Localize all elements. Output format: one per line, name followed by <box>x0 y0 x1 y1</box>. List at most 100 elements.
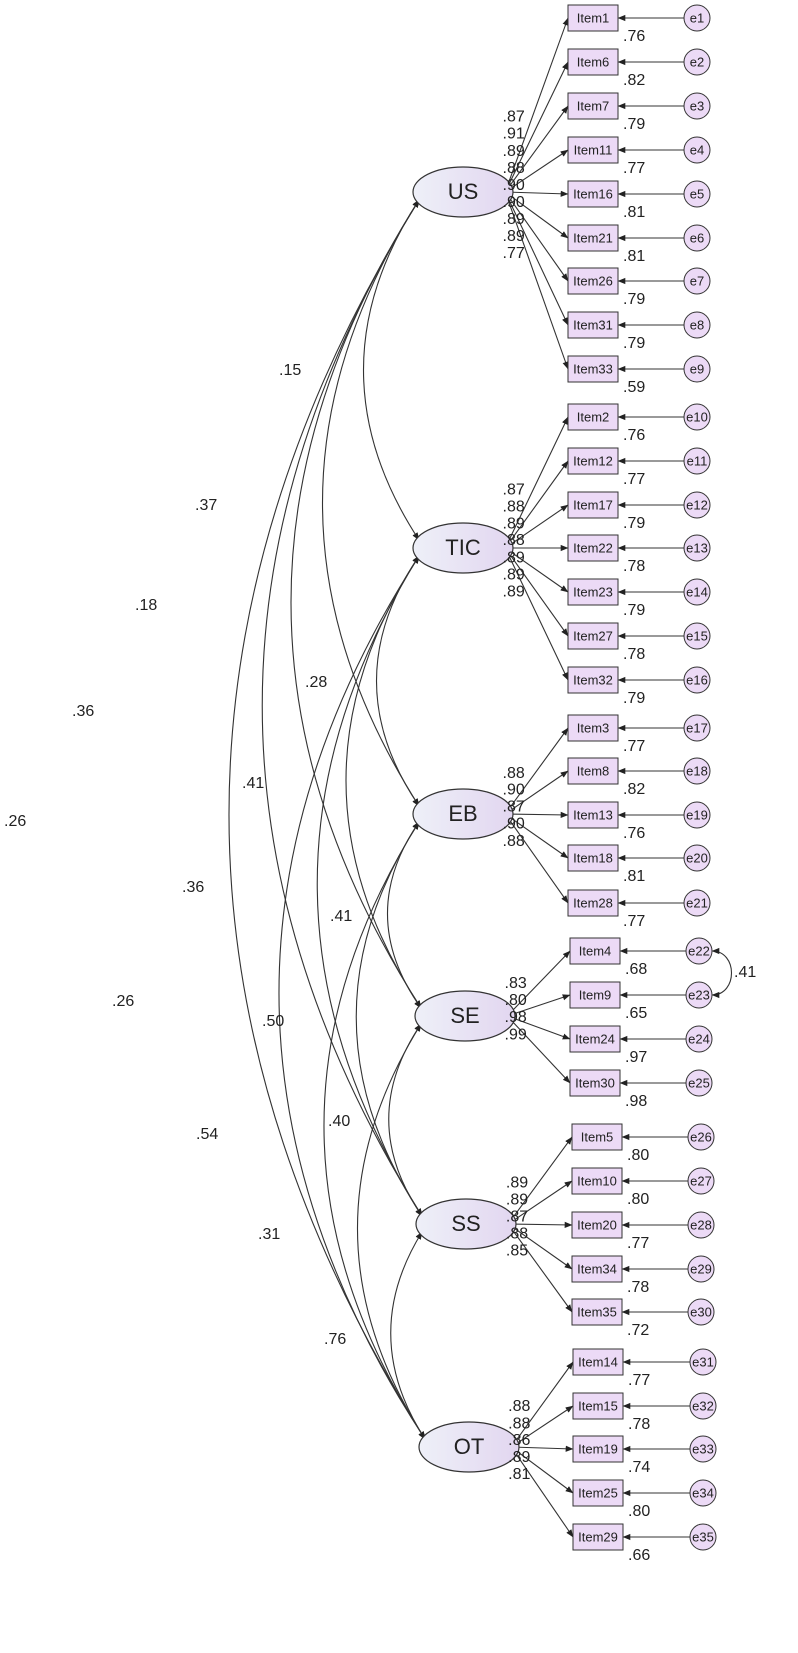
latent-tic: TIC <box>412 522 514 574</box>
r-squared-value: .78 <box>628 1416 650 1433</box>
error-circle <box>683 311 711 339</box>
loading-path <box>508 819 569 904</box>
latent-label: TIC <box>445 535 481 560</box>
error-label: e13 <box>686 540 708 555</box>
error-e25: e25 <box>685 1069 713 1097</box>
item-label: Item18 <box>573 850 613 865</box>
latent-label: SE <box>450 1003 479 1028</box>
error-circle <box>683 801 711 829</box>
item-item16: Item16 <box>567 180 619 208</box>
correlation-arc-eb-se <box>387 821 422 1009</box>
loading-path <box>508 17 569 182</box>
r-squared-value: .81 <box>623 868 645 885</box>
item-box <box>567 491 619 519</box>
r-squared-value: .79 <box>623 291 645 308</box>
item-item2: Item2 <box>567 403 619 431</box>
r-squared-value: .79 <box>623 335 645 352</box>
measurement-paths <box>508 14 733 1541</box>
loading-path <box>508 202 569 370</box>
item-label: Item35 <box>577 1304 617 1319</box>
loading-value: .87 <box>503 481 525 498</box>
loading-path <box>508 460 569 544</box>
loading-value: .89 <box>503 143 525 160</box>
error-label: e26 <box>690 1129 712 1144</box>
error-e4: e4 <box>683 136 711 164</box>
r-squared-value: .82 <box>623 72 645 89</box>
error-circle <box>687 1298 715 1326</box>
correlation-arc-se-ss <box>388 1023 423 1217</box>
error-e30: e30 <box>687 1298 715 1326</box>
error-e24: e24 <box>685 1025 713 1053</box>
item-label: Item31 <box>573 317 613 332</box>
correlation-value-tic-ss: .36 <box>182 879 204 896</box>
error-e23: e23 <box>685 981 713 1009</box>
loading-path <box>510 950 571 1013</box>
item-label: Item14 <box>578 1354 618 1369</box>
loading-value: .88 <box>508 1398 530 1415</box>
item-box <box>567 447 619 475</box>
item-label: Item30 <box>575 1075 615 1090</box>
error-label: e31 <box>692 1354 714 1369</box>
item-box <box>567 92 619 120</box>
item-label: Item16 <box>573 186 613 201</box>
correlation-arc-eb-ss <box>355 821 423 1217</box>
error-label: e8 <box>690 317 704 332</box>
item-item18: Item18 <box>567 844 619 872</box>
correlation-arc-us-se <box>290 199 422 1009</box>
item-label: Item23 <box>573 584 613 599</box>
loading-value: .87 <box>503 799 525 816</box>
item-label: Item10 <box>577 1173 617 1188</box>
r-squared-value: .77 <box>628 1372 650 1389</box>
loading-path <box>508 504 569 546</box>
loading-value: .87 <box>503 109 525 126</box>
r-squared-value: .59 <box>623 379 645 396</box>
r-squared-value: .79 <box>623 515 645 532</box>
item-item21: Item21 <box>567 224 619 252</box>
r-squared-value: .76 <box>623 825 645 842</box>
r-squared-value: .77 <box>623 160 645 177</box>
correlation-value-us-tic: .15 <box>279 362 301 379</box>
item-box <box>571 1167 623 1195</box>
item-label: Item29 <box>578 1529 618 1544</box>
item-box <box>572 1348 624 1376</box>
item-box <box>571 1298 623 1326</box>
item-label: Item7 <box>577 98 610 113</box>
error-circle <box>683 180 711 208</box>
item-item27: Item27 <box>567 622 619 650</box>
item-label: Item4 <box>579 943 612 958</box>
loading-path <box>508 727 569 810</box>
loading-path <box>508 197 569 282</box>
item-label: Item24 <box>575 1031 615 1046</box>
correlation-arc-us-tic <box>362 199 420 541</box>
loading-value: .98 <box>505 1009 527 1026</box>
r-squared-value: .98 <box>625 1093 647 1110</box>
error-label: e35 <box>692 1529 714 1544</box>
error-label: e29 <box>690 1261 712 1276</box>
r-squared-value: .66 <box>628 1547 650 1564</box>
item-item22: Item22 <box>567 534 619 562</box>
loading-path <box>508 416 569 541</box>
loading-value: .89 <box>503 566 525 583</box>
loading-path <box>511 1228 573 1313</box>
error-circle <box>683 491 711 519</box>
r-squared-value: .79 <box>623 116 645 133</box>
correlation-value-se-ss: .40 <box>328 1113 350 1130</box>
latent-ellipse <box>412 166 514 218</box>
loading-path <box>508 105 569 188</box>
error-e7: e7 <box>683 267 711 295</box>
item-item19: Item19 <box>572 1435 624 1463</box>
loading-path <box>508 550 569 593</box>
loading-value: .89 <box>503 549 525 566</box>
correlation-value-tic-se: .41 <box>242 775 264 792</box>
item-box <box>572 1435 624 1463</box>
loading-path <box>508 816 569 859</box>
error-circle <box>683 92 711 120</box>
error-circle <box>683 578 711 606</box>
error-label: e21 <box>686 895 708 910</box>
error-label: e11 <box>687 453 708 468</box>
error-e34: e34 <box>689 1479 717 1507</box>
item-box <box>567 714 619 742</box>
r-squared-value: .79 <box>623 602 645 619</box>
error-circle <box>689 1479 717 1507</box>
correlation-arc-tic-eb <box>376 555 420 807</box>
